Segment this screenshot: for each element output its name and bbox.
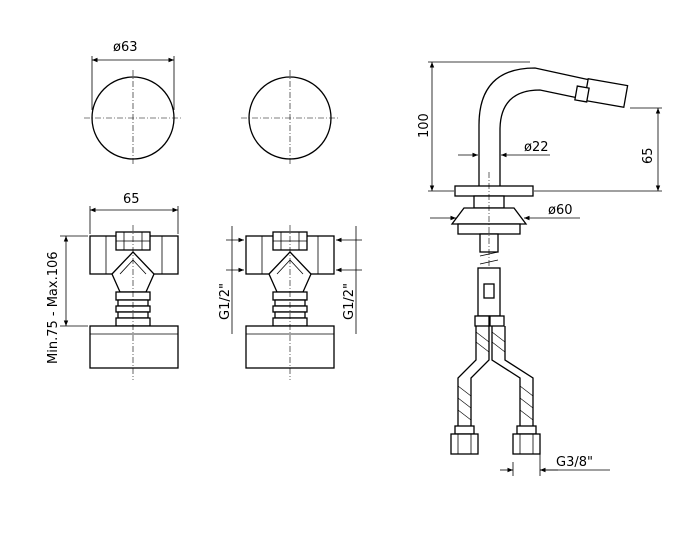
hose-thread-dimension: G3/8" <box>500 444 610 476</box>
supply-hoses <box>450 326 541 455</box>
left-rosette-top-view <box>84 70 182 166</box>
outlet-height-label: 65 <box>641 147 656 164</box>
rosette-diameter-label: ø63 <box>113 40 138 55</box>
left-valve-side-view <box>89 225 179 380</box>
left-inlet-thread-label: G1/2" <box>218 283 233 320</box>
right-rosette-top-view <box>241 70 339 166</box>
spout-diameter-dimension: ø22 <box>458 140 550 158</box>
valve-width-label: 65 <box>123 192 140 207</box>
right-inlet-thread-label: G1/2" <box>342 283 357 320</box>
install-depth-label: Min.75 - Max.106 <box>46 251 61 364</box>
outlet-height-dimension: 65 <box>534 107 662 192</box>
rosette-diameter-dimension: ø63 <box>91 40 175 110</box>
hose-thread-label: G3/8" <box>556 455 593 470</box>
right-inlet-thread-dimension: G1/2" <box>336 226 362 334</box>
spout-diameter-label: ø22 <box>524 140 549 155</box>
spout-height-dimension: 100 <box>417 61 530 192</box>
valve-width-dimension: 65 <box>89 192 179 234</box>
right-valve-side-view <box>245 225 335 380</box>
base-diameter-label: ø60 <box>548 203 573 218</box>
install-depth-dimension: Min.75 - Max.106 <box>46 235 88 364</box>
bidet-spout-side-view <box>450 67 629 327</box>
spout-height-label: 100 <box>417 113 432 138</box>
base-diameter-dimension: ø60 <box>430 203 580 221</box>
left-inlet-thread-dimension: G1/2" <box>218 226 244 334</box>
